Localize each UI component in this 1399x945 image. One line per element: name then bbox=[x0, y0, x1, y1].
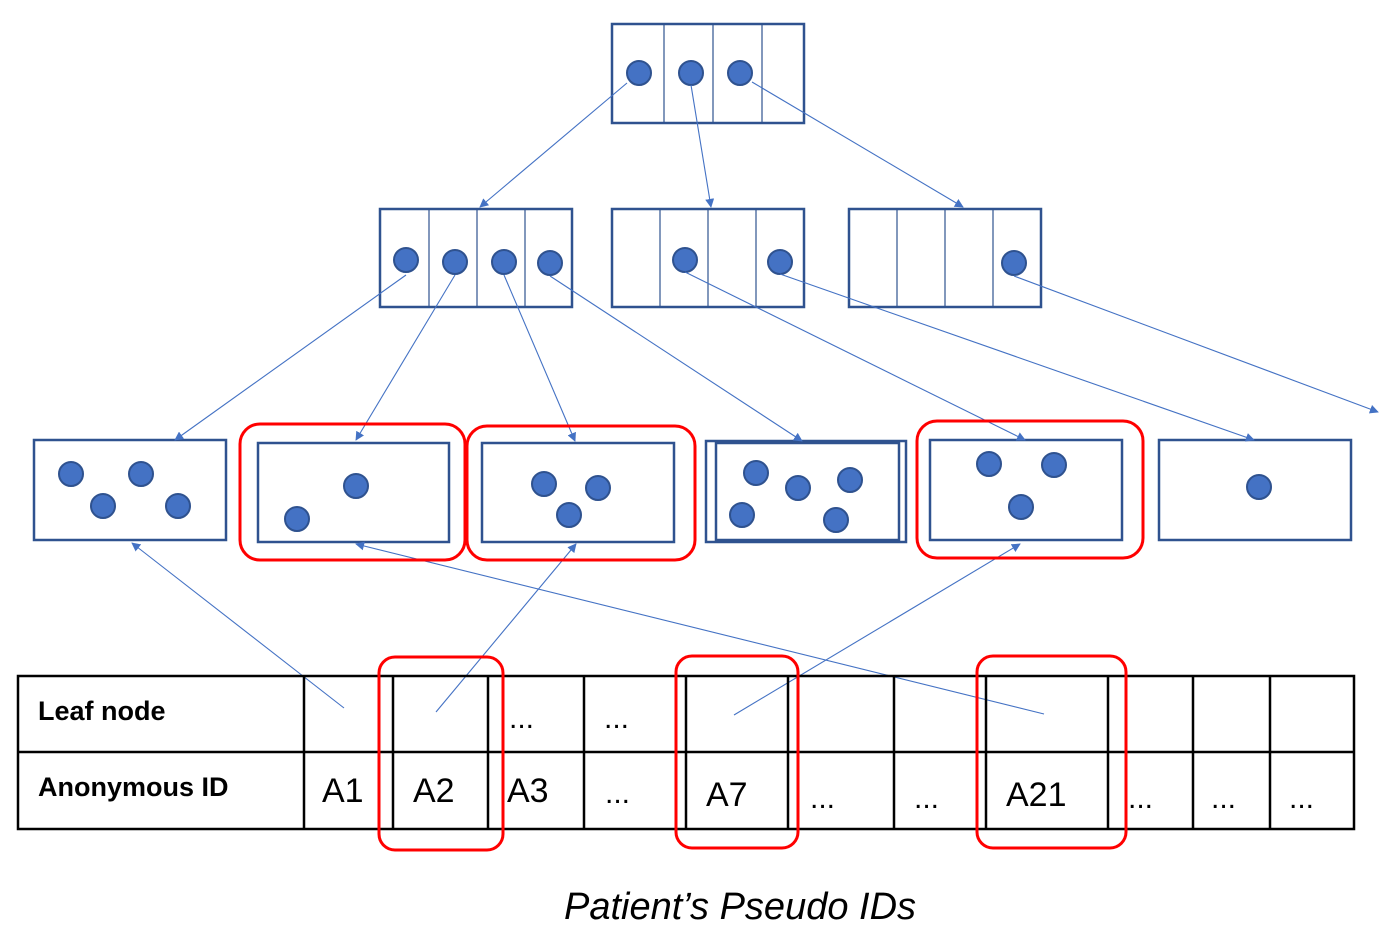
internal-node-1 bbox=[378, 207, 574, 309]
leaf-node-1 bbox=[32, 438, 228, 542]
highlight-box bbox=[915, 419, 1145, 560]
highlight-box bbox=[377, 655, 505, 852]
leaf-record-dot bbox=[343, 473, 369, 499]
internal-key-dot bbox=[393, 247, 419, 273]
leaf-record-dot bbox=[1041, 452, 1067, 478]
row-label-leaf-node: Leaf node bbox=[38, 696, 166, 726]
leaf-node-3 bbox=[480, 441, 676, 544]
column-highlights bbox=[377, 654, 1128, 852]
root-key-dot bbox=[727, 60, 753, 86]
highlight-box bbox=[238, 422, 467, 562]
id-cell: A7 bbox=[706, 776, 748, 814]
pointer-arrow bbox=[549, 275, 803, 442]
internal-key-dot bbox=[672, 247, 698, 273]
highlight-box bbox=[975, 654, 1128, 850]
root-key-dot bbox=[626, 60, 652, 86]
internal-key-dot bbox=[767, 249, 793, 275]
leaf-record-dot bbox=[165, 493, 191, 519]
pointer-arrow bbox=[479, 82, 628, 208]
leaf-record-dot bbox=[128, 461, 154, 487]
internal-node-3 bbox=[847, 207, 1043, 309]
internal-key-dot bbox=[442, 249, 468, 275]
leaf-record-dot bbox=[729, 502, 755, 528]
leaf-node-6 bbox=[1157, 438, 1353, 542]
lookup-arrow bbox=[131, 542, 345, 709]
leaf-node-5 bbox=[928, 438, 1124, 542]
id-cell: ... bbox=[810, 782, 835, 815]
lookup-pointers bbox=[131, 541, 1045, 716]
pointer-arrow bbox=[690, 84, 715, 208]
leaf-record-dot bbox=[1246, 474, 1272, 500]
leaf-record-dot bbox=[585, 475, 611, 501]
pointer-arrow bbox=[174, 274, 407, 441]
pointer-arrow bbox=[684, 271, 1026, 441]
leaf-record-dot bbox=[837, 467, 863, 493]
leaf-cell: ... bbox=[509, 702, 534, 735]
internal-key-dot bbox=[1001, 250, 1027, 276]
pointer-arrow bbox=[355, 274, 456, 441]
leaf-cell: ... bbox=[604, 702, 629, 735]
highlight-box bbox=[674, 654, 800, 850]
id-cell: ... bbox=[605, 777, 630, 810]
leaf-record-dot bbox=[823, 507, 849, 533]
pointer-arrow bbox=[751, 81, 964, 208]
highlight-box bbox=[465, 424, 697, 562]
leaf-record-dot bbox=[58, 461, 84, 487]
root-key-dot bbox=[678, 60, 704, 86]
lookup-arrow bbox=[733, 543, 1021, 716]
id-cell: A3 bbox=[507, 772, 549, 810]
mapping-table: Leaf node Anonymous ID ... ... A1 A2 A3 … bbox=[16, 674, 1356, 831]
leaf-highlights bbox=[238, 419, 1145, 562]
id-cell: A21 bbox=[1006, 776, 1067, 814]
leaf-record-dot bbox=[1008, 494, 1034, 520]
root-node bbox=[610, 22, 806, 125]
leaf-record-dot bbox=[976, 451, 1002, 477]
leaf-record-dot bbox=[284, 506, 310, 532]
internal-key-dot bbox=[537, 250, 563, 276]
lookup-arrow bbox=[435, 543, 577, 713]
leaf-record-dot bbox=[90, 493, 116, 519]
leaf-record-dot bbox=[556, 502, 582, 528]
id-cell: A1 bbox=[322, 772, 364, 810]
id-cell: ... bbox=[1128, 782, 1153, 815]
pointer-arrow bbox=[1013, 275, 1379, 414]
id-cell: ... bbox=[1211, 782, 1236, 815]
pointer-arrow bbox=[503, 274, 576, 442]
pointer-arrow bbox=[779, 273, 1255, 442]
leaf-record-dot bbox=[743, 460, 769, 486]
id-cell: A2 bbox=[413, 772, 455, 810]
leaf-record-dot bbox=[531, 471, 557, 497]
tree-pointers bbox=[174, 81, 1379, 442]
row-label-anonymous-id: Anonymous ID bbox=[38, 772, 229, 802]
id-cell: ... bbox=[1289, 782, 1314, 815]
id-cell: ... bbox=[914, 782, 939, 815]
internal-key-dot bbox=[491, 249, 517, 275]
internal-node-2 bbox=[610, 207, 806, 309]
caption: Patient’s Pseudo IDs bbox=[564, 886, 916, 928]
leaf-node-2 bbox=[256, 441, 451, 544]
lookup-arrow bbox=[355, 541, 1045, 715]
leaf-node-4 bbox=[704, 439, 908, 544]
leaf-record-dot bbox=[785, 475, 811, 501]
